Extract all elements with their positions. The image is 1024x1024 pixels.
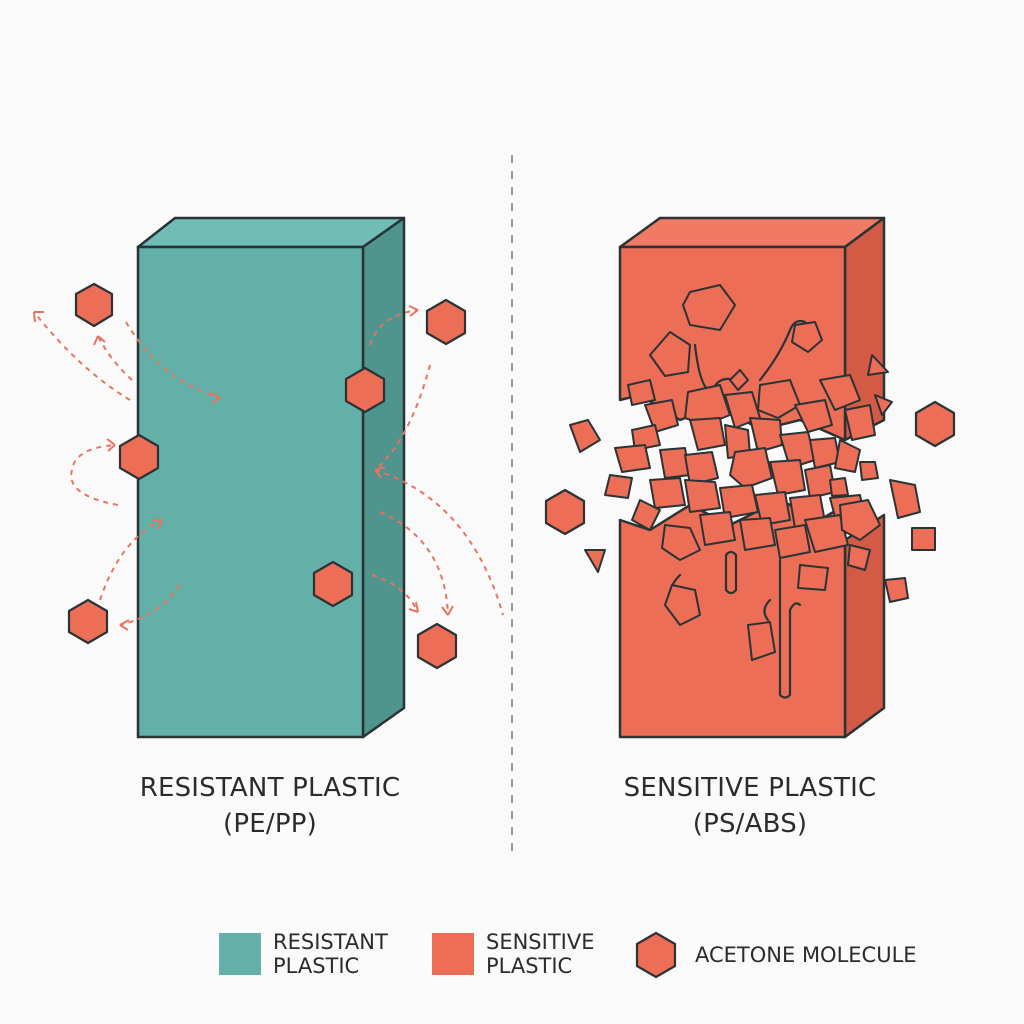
legend-sensitive-label: SENSITIVE PLASTIC [486,930,595,978]
hexagon-icon [544,488,586,536]
deflection-arrows [33,309,504,626]
hexagon-icon [416,622,458,670]
legend-swatch-resistant [219,933,261,975]
sensitive-title-line2: (PS/ABS) [692,809,808,839]
legend-shapes [219,931,677,979]
hexagon-icon [914,400,956,448]
hexagon-icon [425,298,467,346]
hexagon-icon [118,433,160,481]
resistant-block-top [136,216,406,249]
resistant-plastic-caption: RESISTANT PLASTIC (PE/PP) [120,770,420,842]
sensitive-title-line1: SENSITIVE PLASTIC [623,773,877,803]
sensitive-block-top [618,216,886,249]
dissolving-fragments [569,284,936,661]
hexagon-icon [312,560,354,608]
arrow-heads [33,305,454,631]
hexagon-icon [635,931,677,979]
resistant-plastic-block [136,216,406,739]
hexagon-icon [67,598,109,645]
legend-molecule-label: ACETONE MOLECULE [695,943,917,967]
legend-swatch-sensitive [432,933,474,975]
acetone-molecules-left [67,282,467,670]
resistant-title-line2: (PE/PP) [223,809,317,839]
resistant-title-line1: RESISTANT PLASTIC [139,773,401,803]
acetone-molecules-right [544,400,956,536]
resistant-block-side [361,216,406,739]
sensitive-plastic-caption: SENSITIVE PLASTIC (PS/ABS) [600,770,900,842]
hexagon-icon [74,282,114,328]
legend-resistant-label: RESISTANT PLASTIC [273,930,388,978]
resistant-block-front [136,245,365,739]
hexagon-icon [344,366,386,414]
